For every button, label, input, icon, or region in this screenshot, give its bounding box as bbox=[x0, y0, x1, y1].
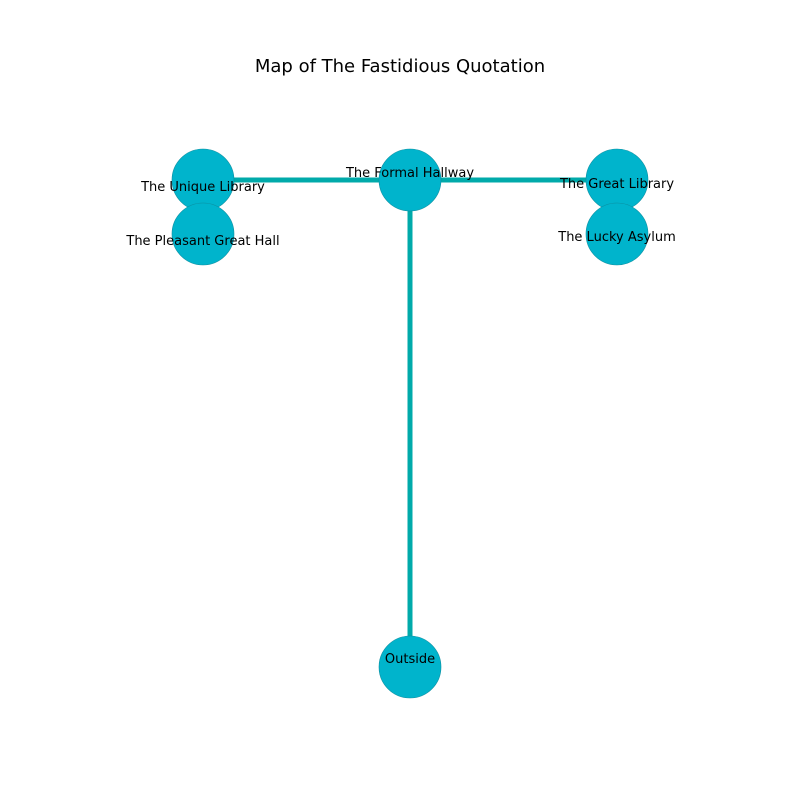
room-label-outside: Outside bbox=[385, 652, 435, 667]
room-node-outside bbox=[378, 635, 442, 699]
connections-layer bbox=[203, 177, 617, 667]
room-label-formal-hallway: The Formal Hallway bbox=[345, 166, 474, 181]
room-node-formal-hallway bbox=[378, 148, 442, 212]
room-label-pleasant-great-hall: The Pleasant Great Hall bbox=[125, 234, 279, 249]
room-label-unique-library: The Unique Library bbox=[140, 180, 265, 195]
room-node-pleasant-great-hall bbox=[171, 202, 235, 266]
map-title: Map of The Fastidious Quotation bbox=[254, 56, 546, 77]
room-node-lucky-asylum bbox=[585, 202, 649, 266]
room-label-lucky-asylum: The Lucky Asylum bbox=[557, 230, 675, 245]
room-label-great-library: The Great Library bbox=[559, 177, 674, 192]
